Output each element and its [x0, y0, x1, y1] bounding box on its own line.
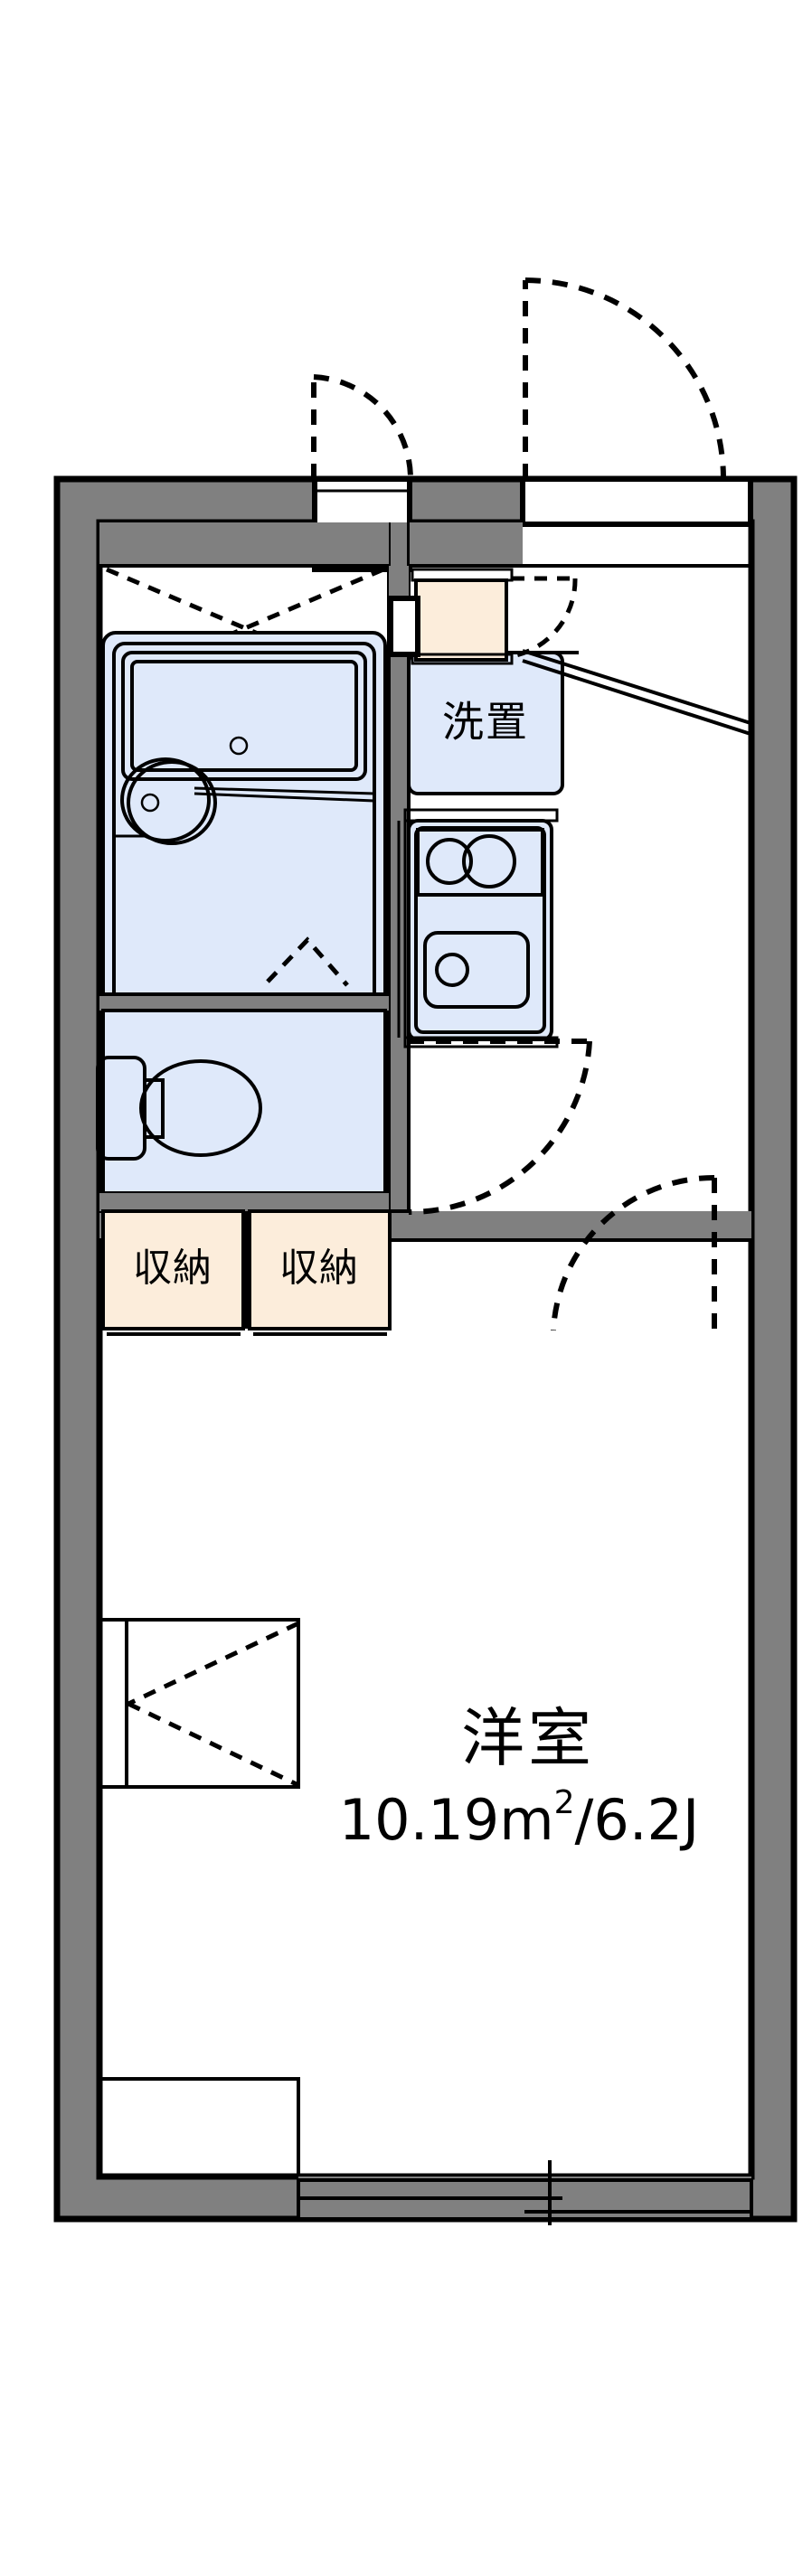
shoe-cabinet-icon[interactable]: [411, 568, 514, 665]
plan-labels: 洗置 収納 収納 洋室 10.19m2/6.2J: [133, 698, 699, 1854]
area-metric: 10.19m: [339, 1787, 554, 1853]
storage-right-label: 収納: [279, 1246, 359, 1292]
storage-right-box[interactable]: [248, 1209, 392, 1330]
storage-closets: [99, 1193, 392, 1336]
storage-left-label: 収納: [133, 1246, 212, 1292]
main-room-area: 10.19m2/6.2J: [339, 1784, 700, 1853]
kitchen-unit: [397, 808, 559, 1048]
main-room-label: 洋室: [461, 1701, 595, 1775]
area-superscript: 2: [554, 1784, 575, 1821]
toilet-icon: [96, 1056, 262, 1161]
washbasin-icon: [120, 757, 217, 845]
toilet-room: [96, 992, 389, 1195]
room-closet[interactable]: [98, 1618, 300, 1789]
top-door-swings: [311, 277, 726, 479]
bathtub-icon: [121, 651, 367, 781]
area-separator: /: [575, 1787, 594, 1853]
genkan-entrance: [388, 564, 751, 736]
main-room: [98, 1618, 300, 2176]
area-tatami: 6.2J: [593, 1787, 699, 1853]
washer-space-label: 洗置: [442, 698, 529, 747]
sliding-window-icon: [297, 2160, 753, 2225]
sink-icon: [423, 931, 530, 1009]
unit-bathroom: [99, 564, 389, 1050]
storage-left-box[interactable]: [101, 1209, 245, 1330]
hall-door-swings: [408, 1039, 717, 1331]
two-burner-stove-icon: [416, 828, 544, 897]
